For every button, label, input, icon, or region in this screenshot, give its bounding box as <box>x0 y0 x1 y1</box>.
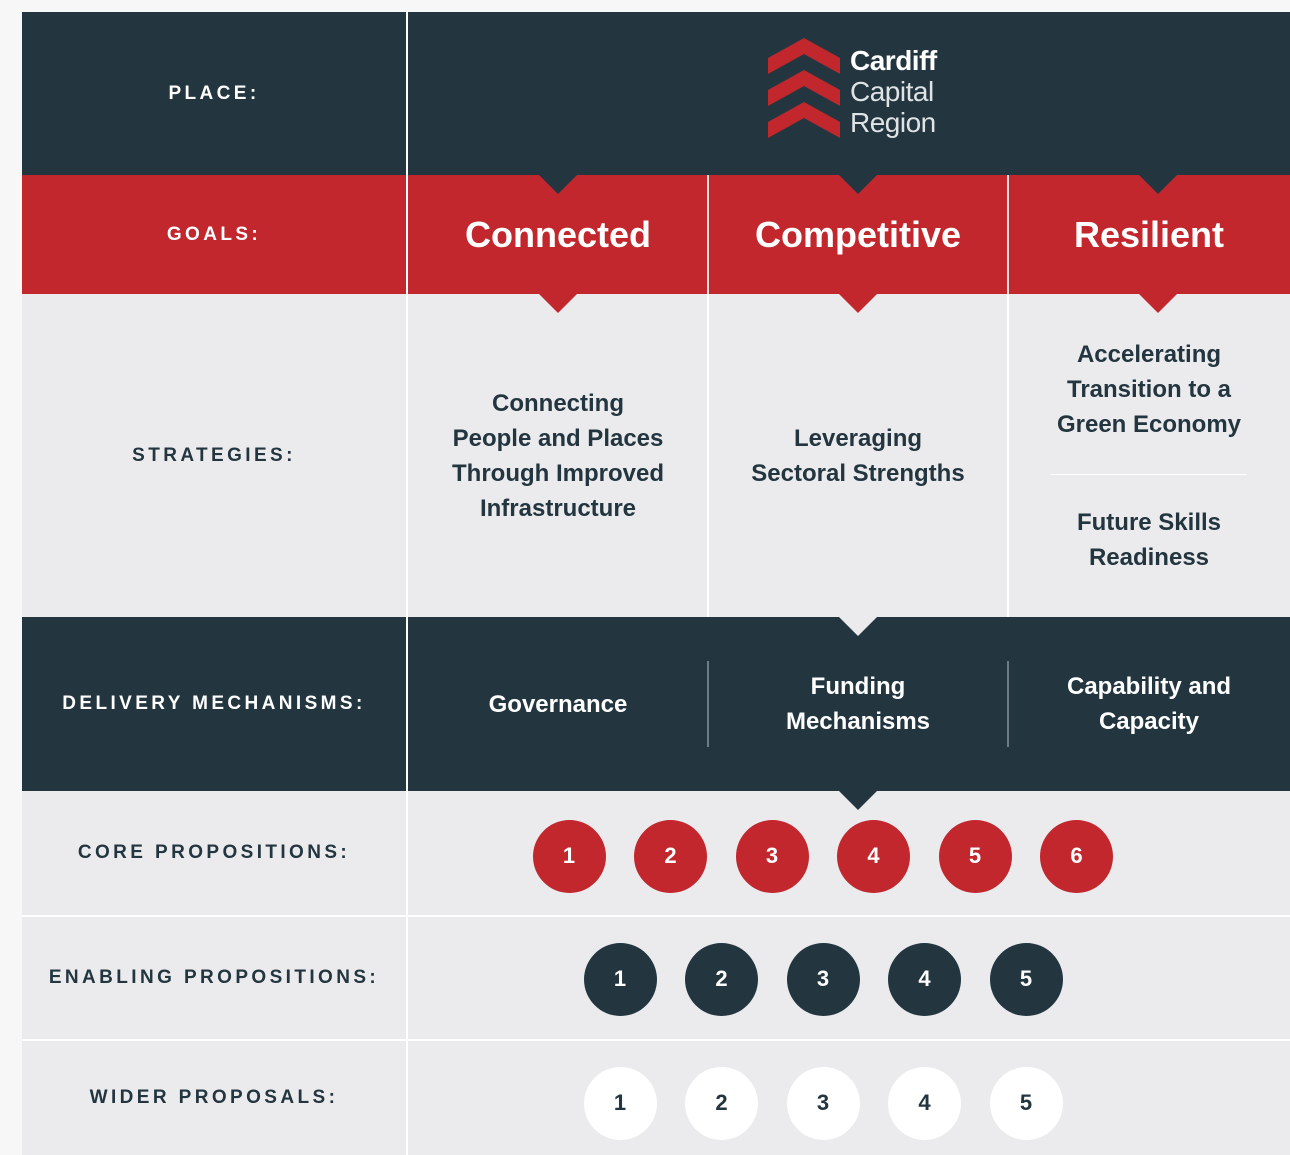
core-number-badge: 5 <box>938 819 1012 893</box>
goal-resilient: Resilient <box>1073 213 1225 255</box>
strategy-line: Sectoral Strengths <box>751 459 965 487</box>
strategies-row: STRATEGIES: Connecting People and Places… <box>22 294 1290 617</box>
strategy-resilient-group: Accelerating Transition to a Green Econo… <box>1008 294 1290 617</box>
goal-divider <box>1007 175 1009 294</box>
delivery-content: Governance Funding Mechanisms Capability… <box>408 617 1290 791</box>
strategy-future-skills: Future Skills Readiness <box>1077 505 1221 575</box>
strategy-line: Through Improved <box>452 459 664 487</box>
wider-number-badge: 2 <box>685 1066 758 1140</box>
logo-line-2: Capital <box>850 75 934 107</box>
cardiff-capital-region-logo: Cardiff Capital Region <box>768 38 937 144</box>
wider-number-badge: 5 <box>989 1066 1063 1140</box>
delivery-line: Funding <box>810 673 906 700</box>
enabling-number-badge: 4 <box>888 942 961 1016</box>
strategy-connecting-people: Connecting People and Places Through Imp… <box>408 294 708 617</box>
goal-connected: Connected <box>464 213 651 255</box>
core-number-badge: 1 <box>532 819 606 893</box>
strategy-line: Connecting <box>492 389 624 417</box>
place-label: PLACE: <box>22 12 408 175</box>
strategy-green-economy: Accelerating Transition to a Green Econo… <box>1057 337 1241 442</box>
logo-wordmark: Cardiff Capital Region <box>850 45 937 138</box>
strategy-line: Infrastructure <box>479 494 637 522</box>
strategy-line: Leveraging <box>793 424 923 452</box>
down-arrow-notch <box>839 617 877 636</box>
core-number-badge: 2 <box>634 819 707 893</box>
core-number-badge: 3 <box>735 819 809 893</box>
strategy-line: Green Economy <box>1056 410 1242 438</box>
strategy-leveraging-strengths: Leveraging Sectoral Strengths <box>708 294 1008 617</box>
down-arrow-notch <box>1139 294 1177 313</box>
delivery-divider <box>707 661 709 747</box>
delivery-line: Capability and <box>1066 673 1232 700</box>
strategy-line: People and Places <box>452 424 664 452</box>
place-row: PLACE: Cardiff Capital Region <box>22 12 1290 175</box>
strategy-inner-divider <box>1051 473 1247 475</box>
delivery-funding: Funding Mechanisms <box>708 617 1008 791</box>
delivery-line: Governance <box>488 690 628 718</box>
delivery-line: Capacity <box>1098 708 1200 735</box>
logo-line-1: Cardiff <box>850 44 937 76</box>
goal-divider <box>707 175 709 294</box>
down-arrow-notch <box>839 294 877 313</box>
goals-content: Connected Competitive Resilient <box>408 175 1290 294</box>
enabling-number-badge: 2 <box>685 942 758 1016</box>
wider-number-badge: 3 <box>786 1066 860 1140</box>
wider-proposals-label: WIDER PROPOSALS: <box>22 1041 408 1155</box>
enabling-number-badge: 1 <box>583 942 657 1016</box>
delivery-row: DELIVERY MECHANISMS: Governance Funding … <box>22 617 1290 791</box>
core-number-badge: 4 <box>837 819 910 893</box>
row-divider <box>22 1039 1290 1041</box>
core-propositions-label: CORE PROPOSITIONS: <box>22 791 408 915</box>
strategy-line: Transition to a <box>1066 375 1231 403</box>
delivery-governance: Governance <box>408 617 708 791</box>
down-arrow-notch <box>1139 175 1177 194</box>
goals-label: GOALS: <box>22 175 408 294</box>
delivery-divider <box>1007 661 1009 747</box>
strategy-divider <box>1007 294 1009 617</box>
goal-competitive: Competitive <box>754 213 962 255</box>
chevron-stack-logo-icon <box>768 38 840 138</box>
strategy-line: Readiness <box>1088 543 1210 571</box>
strategy-framework-diagram: PLACE: Cardiff Capital Region GOALS: Con… <box>22 12 1290 1155</box>
delivery-capability: Capability and Capacity <box>1008 617 1290 791</box>
down-arrow-notch <box>839 175 877 194</box>
delivery-line: Mechanisms <box>785 708 931 735</box>
down-arrow-notch <box>539 294 577 313</box>
core-number-badge: 6 <box>1040 819 1113 893</box>
down-arrow-notch <box>539 175 577 194</box>
logo-line-3: Region <box>850 106 936 138</box>
place-content: Cardiff Capital Region <box>408 12 1290 175</box>
row-divider <box>22 915 1290 917</box>
strategy-line: Accelerating <box>1076 340 1222 368</box>
enabling-number-badge: 5 <box>989 942 1063 1016</box>
wider-number-badge: 1 <box>583 1066 657 1140</box>
strategy-divider <box>707 294 709 617</box>
down-arrow-notch <box>839 791 877 810</box>
strategies-content: Connecting People and Places Through Imp… <box>408 294 1290 617</box>
strategy-line: Future Skills <box>1076 508 1222 536</box>
delivery-label: DELIVERY MECHANISMS: <box>22 617 408 791</box>
enabling-propositions-label: ENABLING PROPOSITIONS: <box>22 917 408 1039</box>
strategies-label: STRATEGIES: <box>22 294 408 617</box>
wider-number-badge: 4 <box>888 1066 961 1140</box>
goals-row: GOALS: Connected Competitive Resilient <box>22 175 1290 294</box>
enabling-number-badge: 3 <box>786 942 860 1016</box>
